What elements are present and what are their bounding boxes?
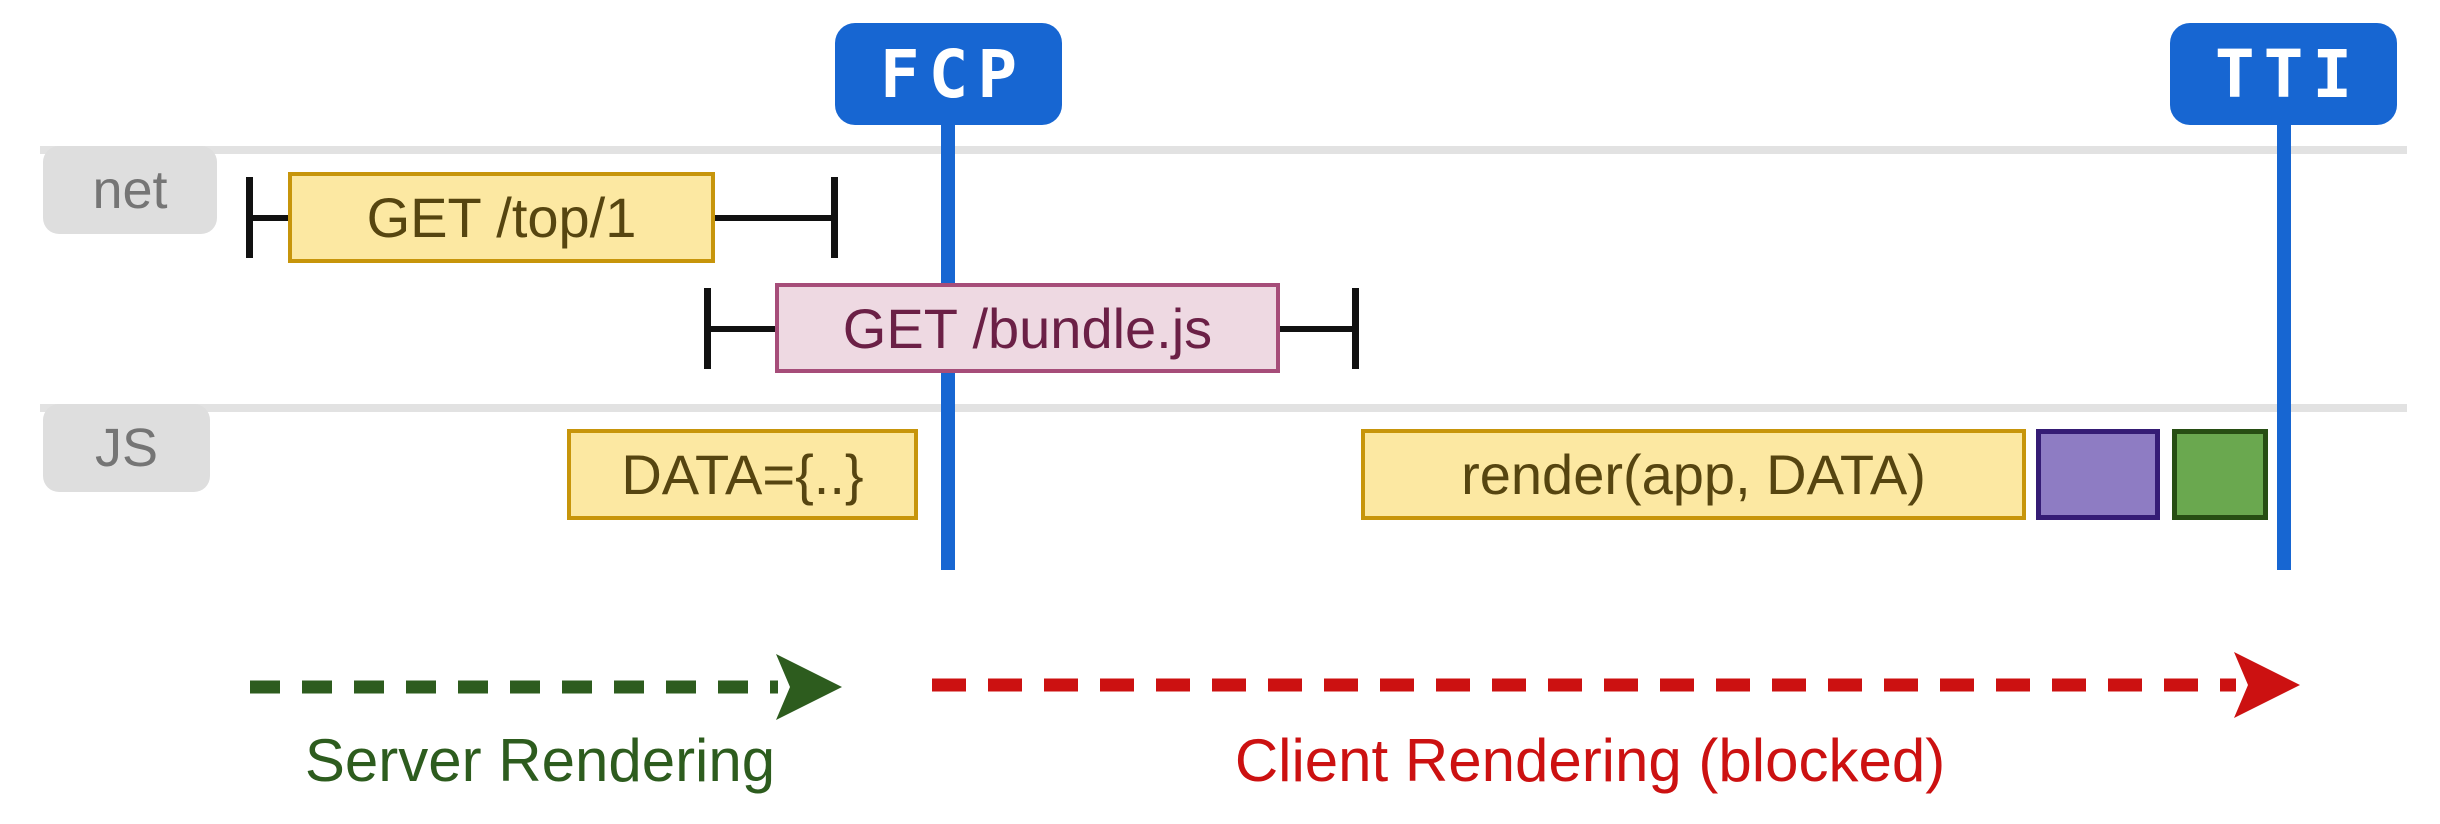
tti-marker-line (2277, 125, 2291, 570)
net-track-line (40, 146, 2407, 154)
get-top-start-tick (246, 177, 253, 258)
render-call-bar: render(app, DATA) (1361, 429, 2026, 520)
client-rendering-phase-label: Client Rendering (blocked) (1234, 727, 1946, 794)
get-bundle-start-connector (711, 326, 775, 332)
get-top-end-tick (831, 177, 838, 258)
get-bundle-end-connector (1280, 326, 1352, 332)
data-assign-bar: DATA={..} (567, 429, 918, 520)
get-bundle-start-tick (704, 288, 711, 369)
js-track-label: JS (43, 404, 210, 492)
get-bundle-end-tick (1352, 288, 1359, 369)
fcp-badge: FCP (835, 23, 1062, 125)
js-task-green-bar (2172, 429, 2268, 520)
get-top-request-bar: GET /top/1 (288, 172, 715, 263)
js-track-line (40, 404, 2407, 412)
js-task-purple-bar (2036, 429, 2160, 520)
client-rendering-arrow (932, 652, 2300, 718)
server-rendering-phase-label: Server Rendering (304, 727, 776, 794)
tti-badge: TTI (2170, 23, 2397, 125)
get-bundle-request-bar: GET /bundle.js (775, 283, 1280, 373)
get-top-start-connector (253, 215, 288, 221)
server-rendering-arrow (250, 654, 842, 720)
get-top-end-connector (715, 215, 831, 221)
net-track-label: net (43, 146, 217, 234)
